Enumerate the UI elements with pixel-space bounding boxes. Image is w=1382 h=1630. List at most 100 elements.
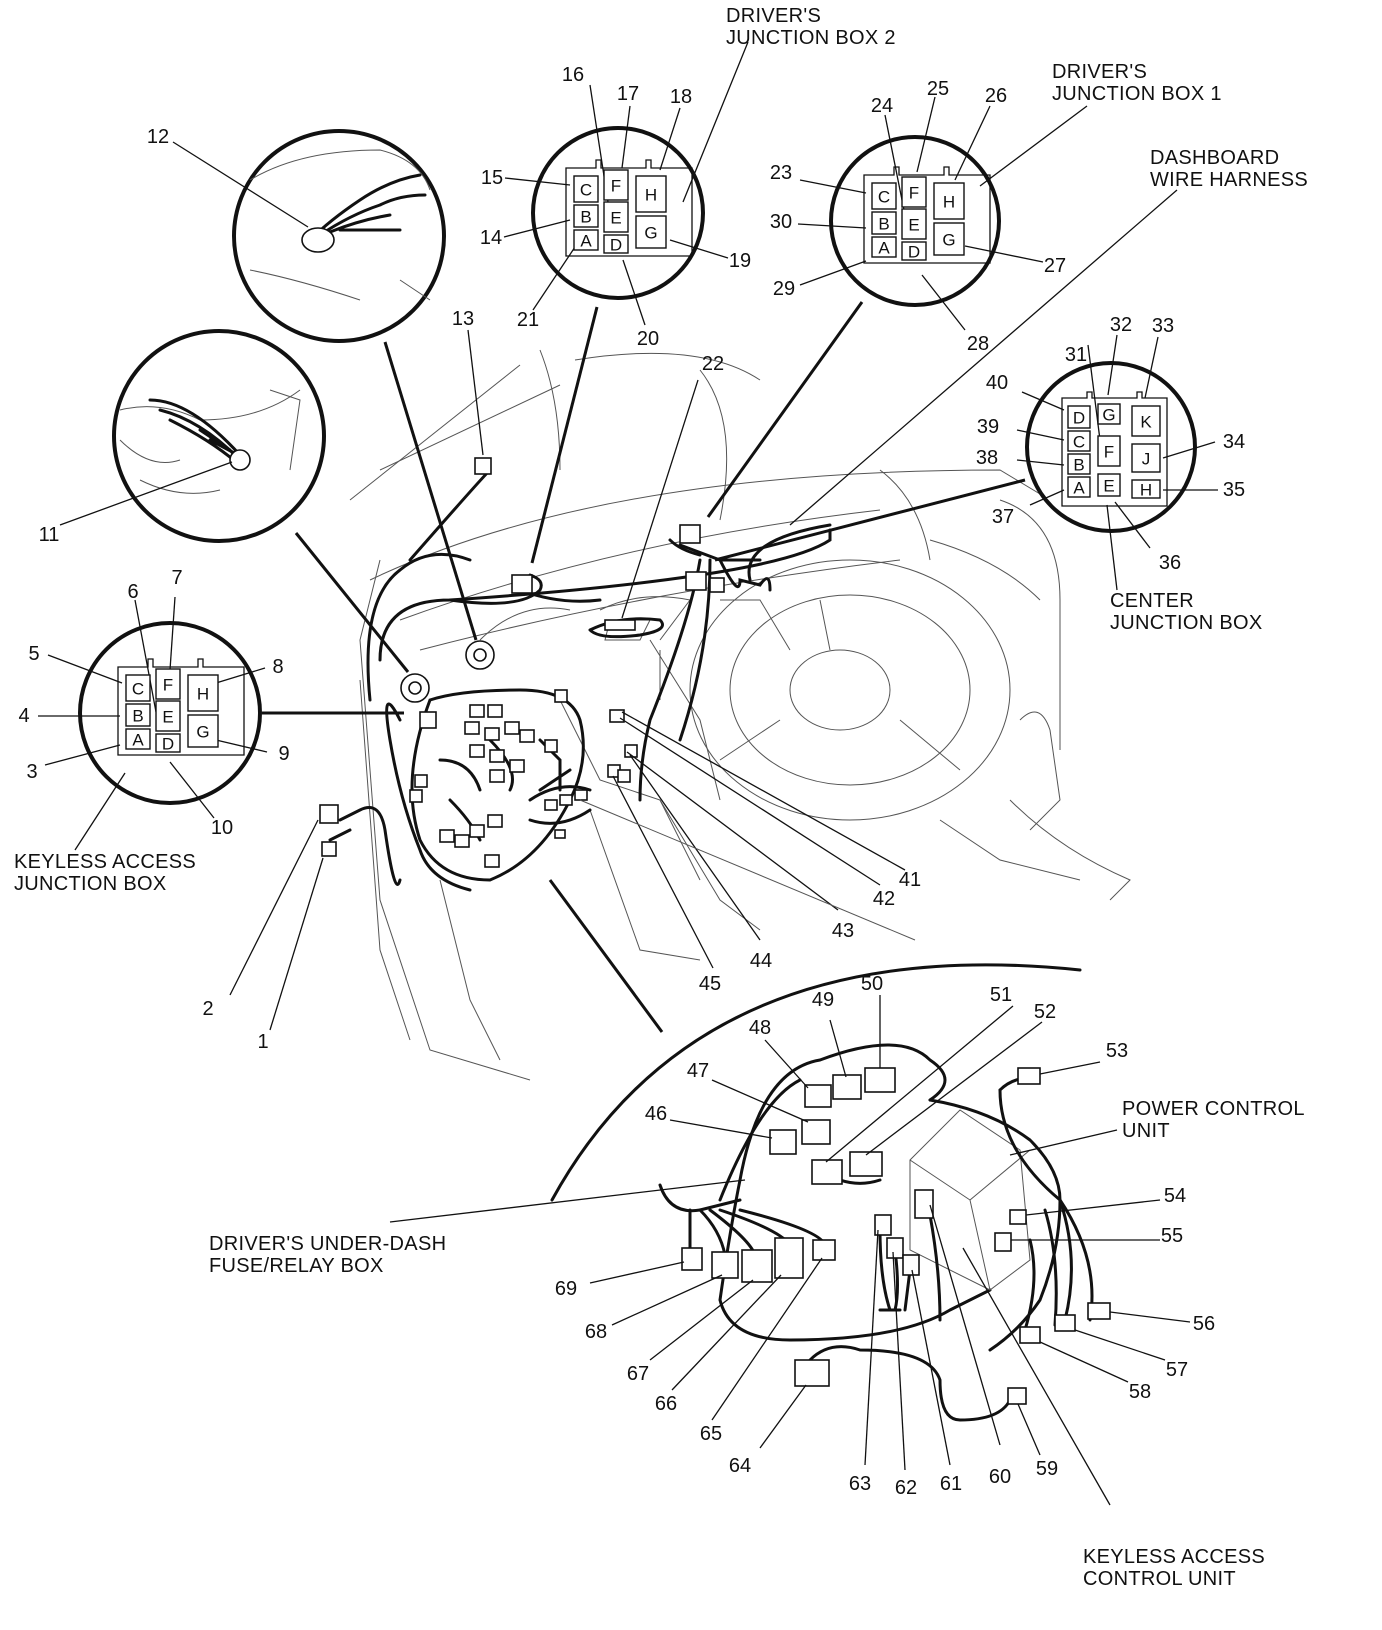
callout-56: 56 [1193, 1313, 1215, 1335]
callout-21: 21 [517, 309, 539, 331]
center-jb-pin-c-letter: C [1073, 433, 1085, 452]
callout-14: 14 [480, 227, 502, 249]
callout-62: 62 [895, 1477, 917, 1499]
center-jb-pin-k-cell [1131, 405, 1161, 437]
callout-68: 68 [585, 1321, 607, 1343]
keyless-jb-pin-g-cell [187, 714, 219, 748]
center-jb-pin-h-cell [1131, 479, 1161, 499]
center-jb-pin-e-letter: E [1103, 477, 1114, 496]
callout-12: 12 [147, 126, 169, 148]
center-jb-pin-d-letter: D [1073, 409, 1085, 428]
djb2-pin-b-cell [573, 204, 599, 228]
callout-20: 20 [637, 328, 659, 350]
label-djb1-line2: JUNCTION BOX 1 [1052, 83, 1222, 105]
callout-5: 5 [28, 643, 39, 665]
keyless-jb-pin-g-letter: G [196, 723, 209, 742]
group-labels: DRIVER'S JUNCTION BOX 2 DRIVER'S JUNCTIO… [14, 5, 1308, 1590]
callout-48: 48 [749, 1017, 771, 1039]
djb1-pin-d-cell [901, 241, 927, 261]
djb2-pin-a-cell [573, 229, 599, 251]
center-jb-pin-d-cell [1067, 405, 1091, 429]
callout-61: 61 [940, 1473, 962, 1495]
keyless-jb-pin-c-cell [125, 674, 151, 702]
callout-45: 45 [699, 973, 721, 995]
callout-52: 52 [1034, 1001, 1056, 1023]
keyless-jb-pin-b-letter: B [132, 707, 143, 726]
label-center-jb-line1: CENTER [1110, 590, 1194, 612]
keyless-jb-pin-e-cell [155, 700, 181, 732]
callout-33: 33 [1152, 315, 1174, 337]
callout-35: 35 [1223, 479, 1245, 501]
callout-4: 4 [18, 705, 29, 727]
center-jb-pin-g-letter: G [1102, 406, 1115, 425]
callout-42: 42 [873, 888, 895, 910]
djb1-pin-g-letter: G [942, 231, 955, 250]
djb2-pin-g-cell [635, 215, 667, 249]
center-jb-pin-f-cell [1097, 435, 1121, 467]
keyless-jb-pin-h-letter: H [197, 685, 209, 704]
callout-65: 65 [700, 1423, 722, 1445]
center-jb-pin-g-cell [1097, 403, 1121, 425]
djb2-pin-b-letter: B [580, 208, 591, 227]
callout-26: 26 [985, 85, 1007, 107]
djb2-pin-e-cell [603, 201, 629, 233]
underdash-detail-view [550, 963, 1094, 1422]
callout-10: 10 [211, 817, 233, 839]
callout-24: 24 [871, 95, 893, 117]
djb1-pin-h-cell [933, 182, 965, 220]
callout-47: 47 [687, 1060, 709, 1082]
callout-60: 60 [989, 1466, 1011, 1488]
djb1-pin-f-letter: F [909, 184, 919, 203]
label-djb2-line1: DRIVER'S [726, 5, 821, 27]
djb2-pin-f-letter: F [611, 177, 621, 196]
keyless-jb-pin-d-letter: D [162, 735, 174, 754]
callout-leaders [38, 41, 1218, 1506]
callout-55: 55 [1161, 1225, 1183, 1247]
callout-23: 23 [770, 162, 792, 184]
keyless-jb-pin-e-letter: E [162, 708, 173, 727]
djb1-pin-b-cell [871, 211, 897, 235]
label-keyless-cu-line1: KEYLESS ACCESS [1083, 1546, 1265, 1568]
djb1-pin-a-letter: A [878, 239, 890, 258]
label-pcu-line1: POWER CONTROL [1122, 1098, 1305, 1120]
main-view-connectors [319, 457, 725, 868]
callout-22: 22 [702, 353, 724, 375]
djb1-pin-g-cell [933, 222, 965, 256]
callout-37: 37 [992, 506, 1014, 528]
keyless-jb-pin-a-cell [125, 728, 151, 750]
callout-18: 18 [670, 86, 692, 108]
callout-31: 31 [1065, 344, 1087, 366]
callout-9: 9 [278, 743, 289, 765]
center-jb-pin-b-letter: B [1073, 456, 1084, 475]
callout-66: 66 [655, 1393, 677, 1415]
center-jb-pin-b-cell [1067, 453, 1091, 475]
dashboard-outline [349, 349, 1131, 1081]
label-djb1-line1: DRIVER'S [1052, 61, 1147, 83]
callout-50: 50 [861, 973, 883, 995]
center-jb-pin-h-letter: H [1140, 481, 1152, 500]
keyless-jb-pin-f-letter: F [163, 676, 173, 695]
center-jb-housing [1061, 391, 1168, 507]
callout-15: 15 [481, 167, 503, 189]
callout-40: 40 [986, 372, 1008, 394]
keyless-jb-pin-c-letter: C [132, 680, 144, 699]
center-jb-pin-k-letter: K [1140, 413, 1152, 432]
djb2-pin-c-cell [573, 175, 599, 203]
callout-69: 69 [555, 1278, 577, 1300]
label-keyless-cu-line2: CONTROL UNIT [1083, 1568, 1236, 1590]
callout-30: 30 [770, 211, 792, 233]
label-pcu-line2: UNIT [1122, 1120, 1170, 1142]
callout-25: 25 [927, 78, 949, 100]
callout-51: 51 [990, 984, 1012, 1006]
callout-27: 27 [1044, 255, 1066, 277]
center-jb-pin-a-letter: A [1073, 479, 1085, 498]
callout-34: 34 [1223, 431, 1245, 453]
djb1-pin-d-letter: D [908, 243, 920, 262]
djb2-housing [565, 159, 693, 257]
keyless-jb-pin-f-cell [155, 668, 181, 700]
